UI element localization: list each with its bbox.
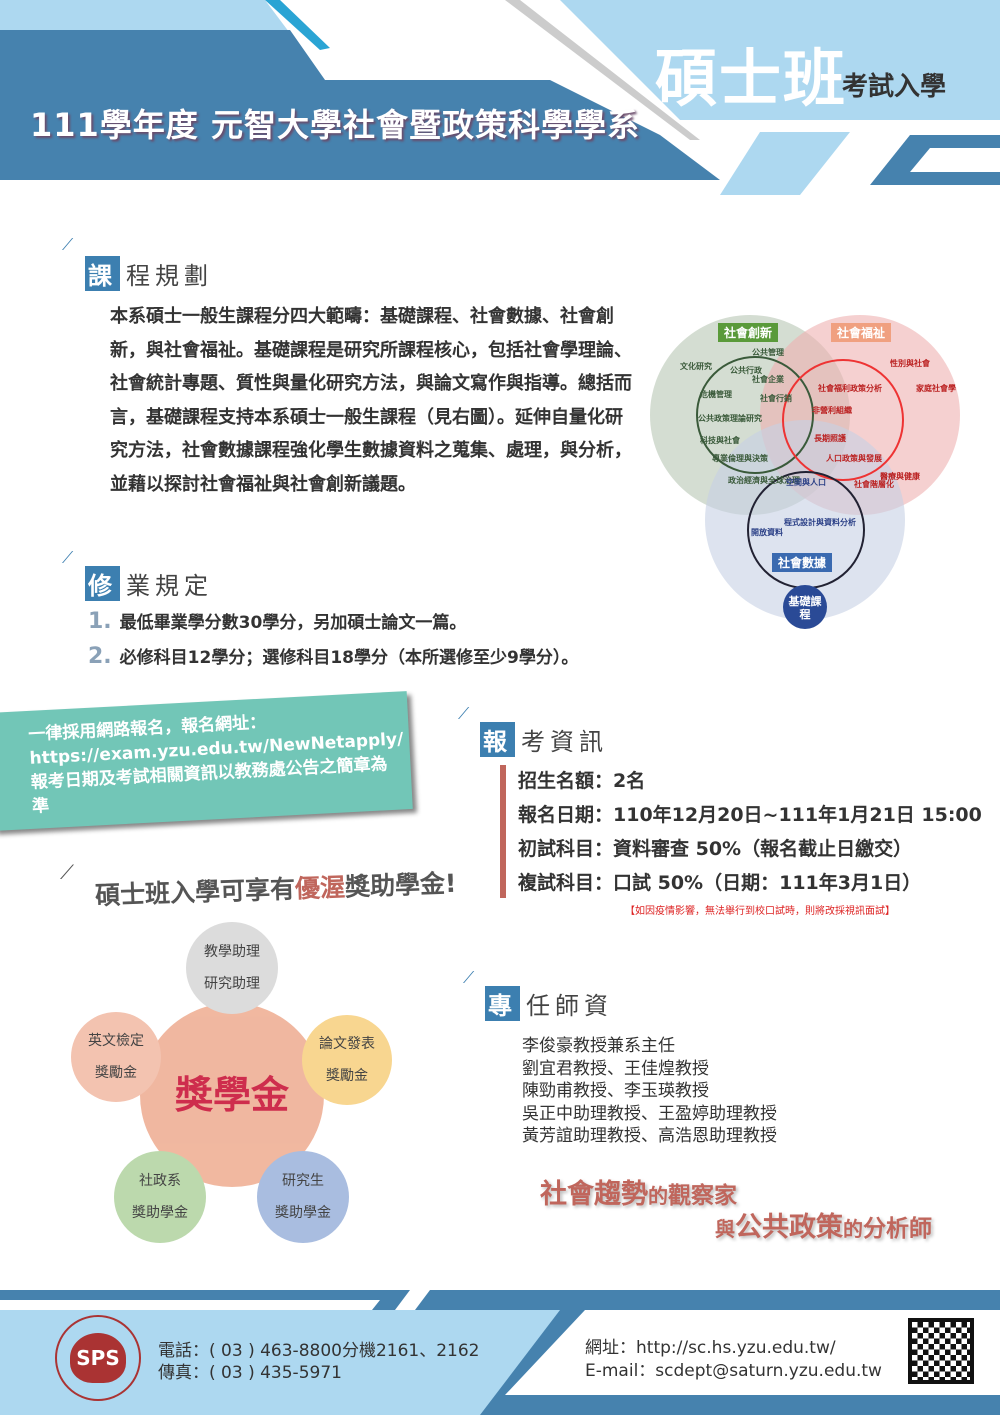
page-title: 111學年度 元智大學社會暨政策科學學系 [30, 106, 640, 144]
exam-note: 【如因疫情影響，無法舉行到校口試時，則將改採視訊面試】 [625, 906, 895, 917]
footer-email[interactable]: E-mail：scdept@saturn.yzu.edu.tw [585, 1361, 882, 1381]
sparkle-icon: ⟋ [62, 235, 74, 254]
curriculum-text: 本系碩士一般生課程分四大範疇：基礎課程、社會數據、社會創新，與社會福祉。基礎課程… [110, 306, 632, 495]
curriculum-diagram: 社會創新 社會福祉 社會數據 基礎課程 公共管理 文化研究 公共行政 社會企業 … [648, 315, 968, 630]
scholarship-item: 社政系獎助學金 [114, 1151, 206, 1243]
sparkle-icon: ⟋ [458, 704, 470, 723]
exam-first-round: 初試科目：資料審查 50%（報名截止日繳交） [518, 838, 913, 860]
scholarship-item: 研究生獎助學金 [257, 1151, 349, 1243]
sparkle-icon: ⟋ [463, 968, 475, 987]
scholarship-item: 論文發表獎勵金 [302, 1015, 392, 1105]
application-banner: 一律採用網路報名，報名網址： https://exam.yzu.edu.tw/N… [0, 691, 413, 831]
header-background [0, 0, 1000, 200]
program-title: 碩士班 [655, 42, 848, 115]
faculty-list: 李俊豪教授兼系主任劉宜君教授、王佳煌教授陳勁甫教授、李玉瑛教授吳正中助理教授、王… [522, 1036, 777, 1146]
qr-code[interactable] [908, 1318, 974, 1384]
footer-background [0, 1290, 1000, 1415]
exam-info-heading: 報考資訊 [480, 722, 608, 757]
scholarship-center: 獎學金 [140, 1003, 324, 1187]
curriculum-heading: 課程規劃 [85, 256, 213, 291]
requirements-heading: 修業規定 [85, 566, 213, 601]
slogan-line-1: 社會趨勢的觀察家 [540, 1179, 737, 1210]
sparkle-icon: ⟋ [60, 860, 74, 884]
footer-phone: 電話：( 03 ) 463-8800分機2161、2162 [158, 1341, 480, 1361]
footer-fax: 傳真：( 03 ) 435-5971 [158, 1363, 342, 1383]
exam-quota: 招生名額：2名 [518, 770, 646, 792]
exam-second-round: 複試科目：口試 50%（日期：111年3月1日） [518, 872, 922, 894]
footer-website[interactable]: 網址：http://sc.hs.yzu.edu.tw/ [585, 1338, 836, 1358]
faculty-heading: 專任師資 [485, 986, 613, 1021]
exam-registration-dates: 報名日期：110年12月20日~111年1月21日 15:00 [518, 804, 982, 826]
admission-subtitle: 考試入學 [842, 72, 947, 102]
accent-bar [500, 765, 506, 898]
department-logo: SPS [55, 1315, 141, 1401]
scholarship-item: 英文檢定獎勵金 [71, 1012, 161, 1102]
sparkle-icon: ⟋ [62, 548, 74, 567]
slogan-line-2: 與公共政策的分析師 [715, 1212, 932, 1243]
scholarship-item: 教學助理研究助理 [186, 922, 278, 1014]
scholarship-headline: 碩士班入學可享有優渥獎助學金! [94, 868, 457, 911]
requirement-item: 2.必修科目12學分；選修科目18學分（本所選修至少9學分）。 [88, 644, 579, 669]
requirement-item: 1.最低畢業學分數30學分，另加碩士論文一篇。 [88, 609, 467, 634]
